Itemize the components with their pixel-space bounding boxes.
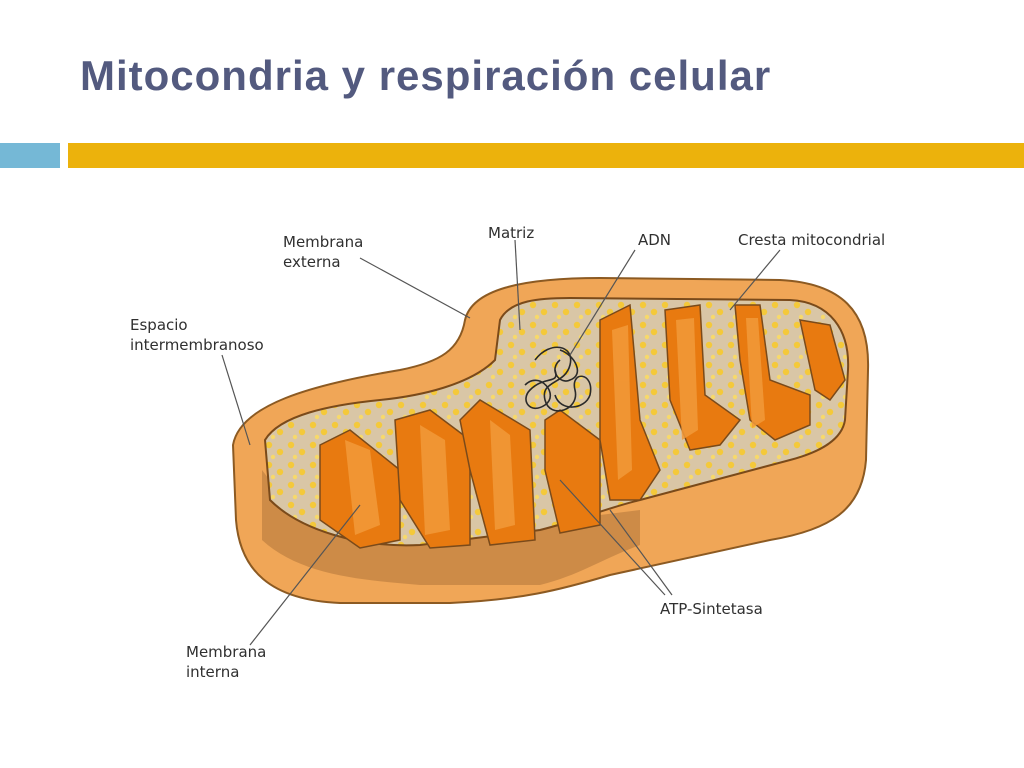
slide-title: Mitocondria y respiración celular — [80, 52, 772, 99]
label-membrana-interna-1: Membrana — [186, 643, 266, 661]
label-membrana-externa-2: externa — [283, 253, 341, 271]
label-espacio-2: intermembranoso — [130, 336, 264, 354]
label-atp-sintetasa: ATP-Sintetasa — [660, 600, 763, 618]
inner-membrane-base — [262, 470, 640, 585]
label-cresta-mitocondrial: Cresta mitocondrial — [738, 231, 885, 249]
label-membrana-interna-2: interna — [186, 663, 239, 681]
dna-strand — [524, 346, 592, 412]
accent-bar-gold — [68, 143, 1024, 168]
label-espacio-1: Espacio — [130, 316, 188, 334]
cristae-highlights — [345, 318, 765, 535]
label-membrana-externa-1: Membrana — [283, 233, 363, 251]
label-adn: ADN — [638, 231, 671, 249]
label-matriz: Matriz — [488, 224, 534, 242]
leader-lines — [221, 239, 781, 646]
accent-bar-blue — [0, 143, 60, 168]
